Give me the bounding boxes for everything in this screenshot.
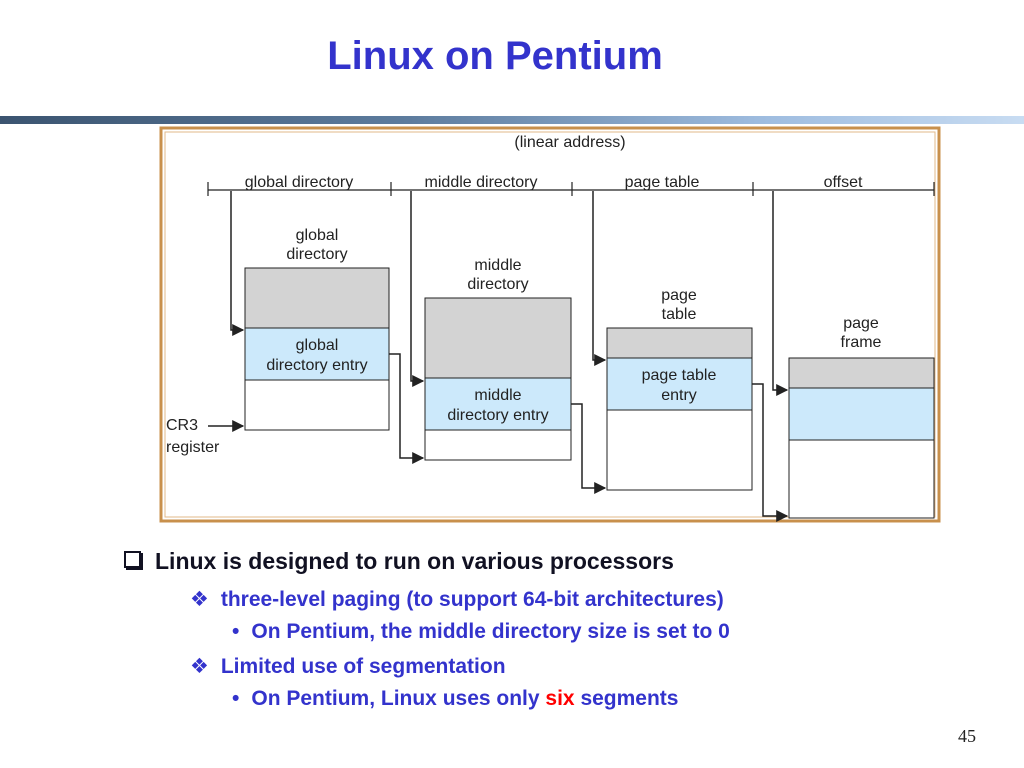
global-directory-upper — [244, 267, 390, 329]
middle-directory-entry-label-2: directory entry — [447, 407, 548, 424]
global-directory-heading-2: directory — [286, 246, 347, 263]
dot-bullet-icon: • — [232, 687, 240, 710]
bullet-level3-middle-directory: •On Pentium, the middle directory size i… — [232, 620, 730, 643]
field-middle-directory: middle directory — [425, 174, 538, 191]
slide-title: Linux on Pentium — [327, 34, 663, 78]
bullet-level1: Linux is designed to run on various proc… — [124, 548, 674, 575]
page-table-entry-label-1: page table — [642, 367, 717, 384]
arrow-global-to-middle — [389, 353, 425, 464]
global-directory-heading-1: global — [296, 227, 339, 244]
page-number: 45 — [958, 726, 976, 746]
field-offset: offset — [824, 174, 863, 191]
cr3-label-1: CR3 — [166, 417, 198, 434]
page-table-entry-label-2: entry — [661, 387, 697, 404]
page-table-entry — [606, 357, 753, 411]
page-frame-target — [788, 387, 935, 441]
page-frame-upper — [788, 357, 935, 389]
page-frame-heading-2: frame — [841, 334, 882, 351]
linear-address-label: (linear address) — [514, 134, 625, 151]
page-table-upper — [606, 327, 753, 359]
arrow-page-table — [592, 191, 607, 366]
cr3-label-2: register — [166, 439, 220, 456]
page-frame-lower — [788, 439, 935, 519]
field-global-directory: global directory — [245, 174, 354, 191]
global-directory-entry — [244, 327, 390, 381]
middle-directory-lower — [424, 429, 572, 461]
global-directory-entry-label-2: directory entry — [266, 357, 367, 374]
arrow-global-directory — [230, 191, 245, 336]
title-divider — [0, 116, 1024, 124]
page-frame-heading-1: page — [843, 315, 879, 332]
diamond-bullet-icon: ❖ — [190, 655, 209, 678]
middle-directory-heading-2: directory — [467, 276, 528, 293]
arrow-middle-to-page-table — [571, 403, 607, 494]
page-table-heading-2: table — [662, 306, 697, 323]
middle-directory-heading-1: middle — [474, 257, 521, 274]
square-bullet-icon — [124, 551, 141, 568]
bullet-level2-segmentation: ❖Limited use of segmentation — [190, 655, 506, 678]
global-directory-lower — [244, 379, 390, 431]
arrow-offset — [772, 191, 789, 396]
middle-directory-entry-label-1: middle — [474, 387, 521, 404]
arrow-page-table-to-frame — [752, 383, 789, 522]
diagram-frame-inner — [164, 131, 936, 518]
highlight-six: six — [545, 687, 575, 710]
page-table-lower — [606, 409, 753, 491]
dot-bullet-icon: • — [232, 620, 240, 643]
bullet-level2-paging: ❖three-level paging (to support 64-bit a… — [190, 588, 724, 611]
arrow-middle-directory — [410, 191, 425, 387]
page-table-heading-1: page — [661, 287, 697, 304]
paging-diagram: (linear address) global directory middle… — [159, 126, 941, 523]
field-page-table: page table — [625, 174, 700, 191]
global-directory-entry-label-1: global — [296, 337, 339, 354]
middle-directory-upper — [424, 297, 572, 379]
diamond-bullet-icon: ❖ — [190, 588, 209, 611]
bullet-level3-segments: •On Pentium, Linux uses only six segment… — [232, 687, 679, 710]
